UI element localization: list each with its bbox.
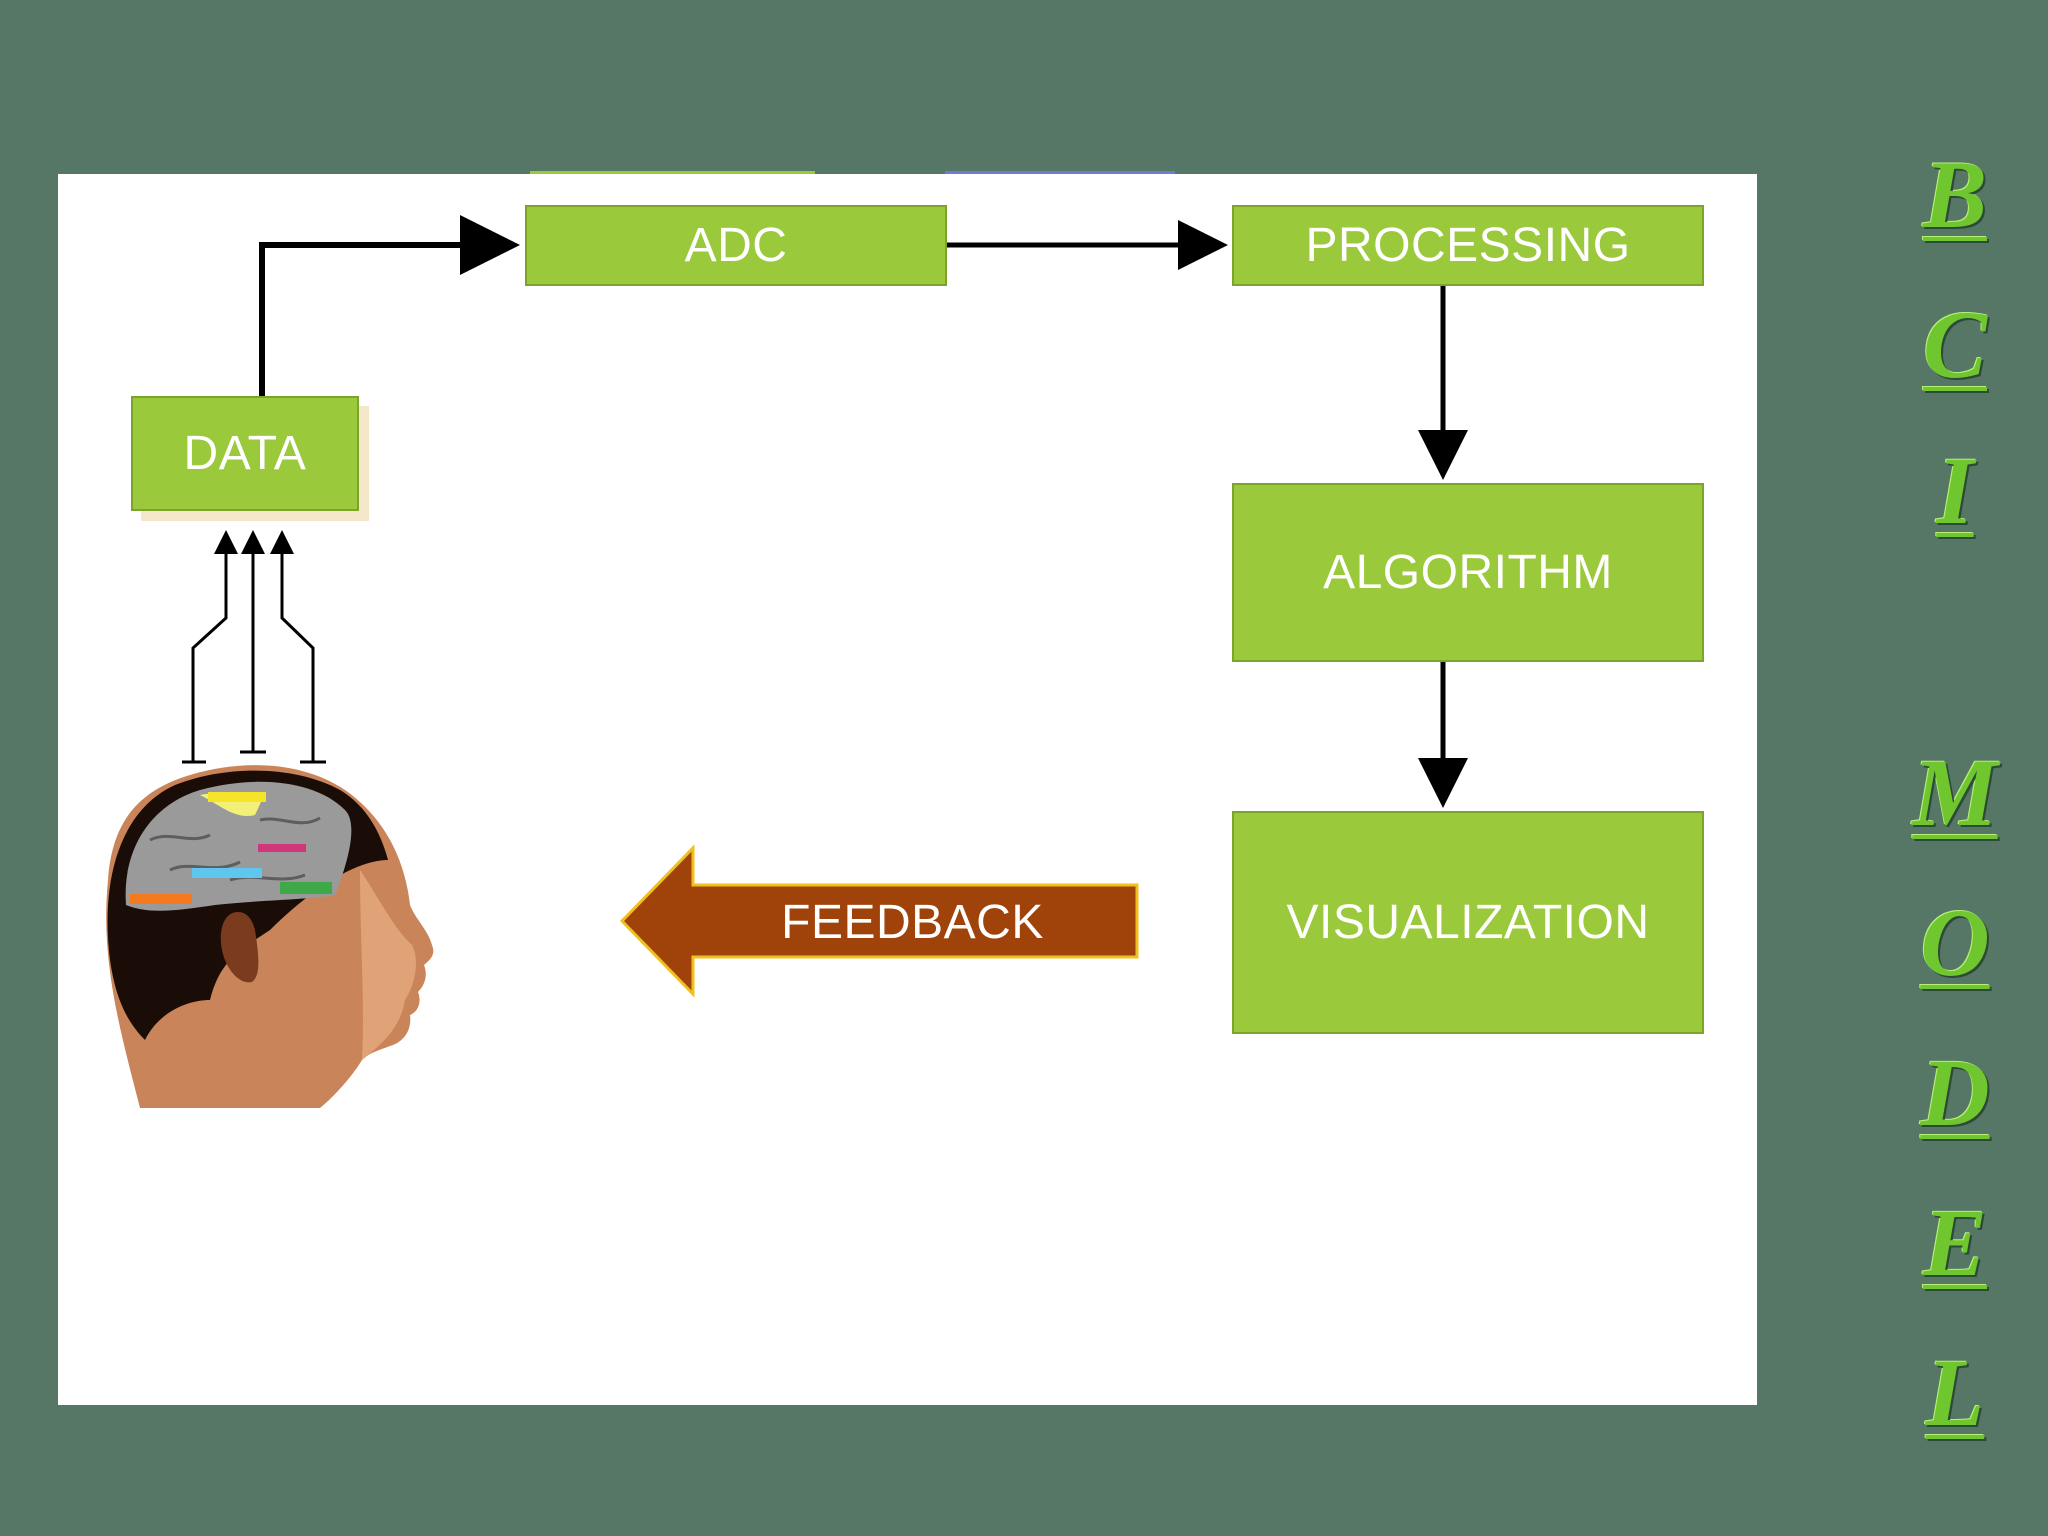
title-letter: I	[1936, 437, 1974, 544]
panel-accent-line	[945, 171, 1175, 174]
processing-box: PROCESSING	[1232, 205, 1704, 286]
diagram-panel	[58, 174, 1757, 1405]
algorithm-box: ALGORITHM	[1232, 483, 1704, 662]
title-letter: C	[1922, 291, 1988, 398]
vertical-title: B C I M O D E L	[1880, 140, 2030, 1470]
visualization-box: VISUALIZATION	[1232, 811, 1704, 1034]
title-letter: D	[1920, 1039, 1990, 1146]
data-box: DATA	[131, 396, 359, 511]
title-letter: O	[1920, 889, 1990, 996]
feedback-label: FEEDBACK	[781, 895, 1044, 949]
title-letter: M	[1912, 739, 1998, 846]
title-letter: L	[1925, 1339, 1985, 1446]
title-letter: E	[1922, 1189, 1988, 1296]
adc-box: ADC	[525, 205, 947, 286]
panel-accent-line	[530, 171, 815, 174]
arrow-data-to-adc	[259, 215, 520, 396]
title-letter: B	[1922, 141, 1988, 248]
